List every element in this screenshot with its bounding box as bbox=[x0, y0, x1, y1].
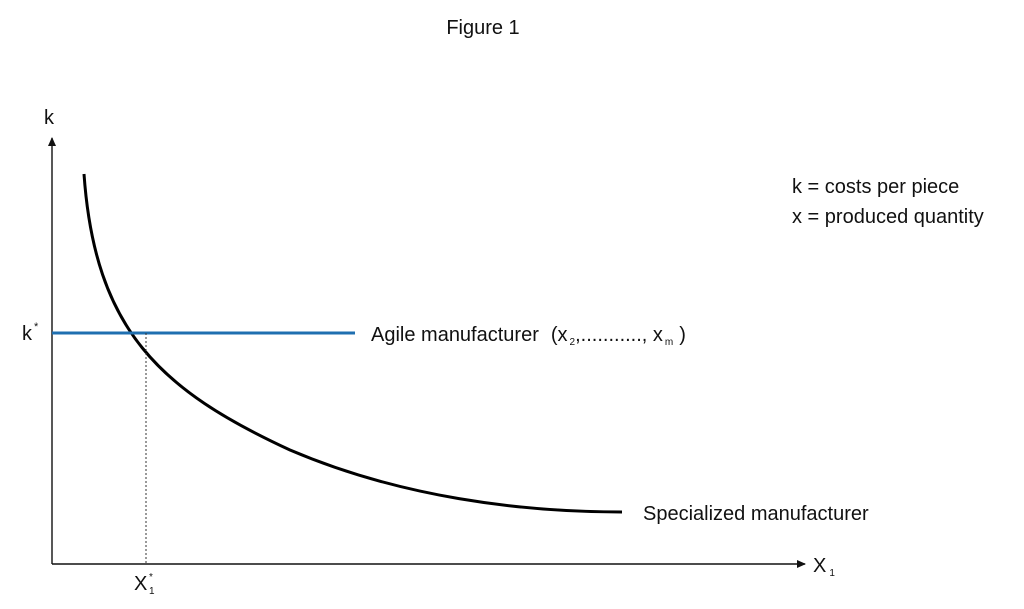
figure-title: Figure 1 bbox=[446, 17, 519, 39]
k-star-sup: * bbox=[34, 321, 39, 333]
legend-line-costs: k = costs per piece bbox=[792, 176, 959, 198]
k-star-label: k* bbox=[22, 321, 39, 345]
k-star-main: k bbox=[22, 323, 33, 345]
x-star-sup: * bbox=[149, 572, 153, 583]
agile-label-name: Agile manufacturer bbox=[371, 324, 539, 346]
x-axis-label-sub: 1 bbox=[829, 568, 835, 579]
legend-line-quantity: x = produced quantity bbox=[792, 206, 984, 228]
x-star-main: X bbox=[134, 573, 147, 595]
agile-label-paren-close: ) bbox=[679, 324, 686, 346]
specialized-manufacturer-curve bbox=[82, 173, 623, 514]
agile-label-dots: ,..........., x bbox=[575, 324, 663, 346]
agile-label-paren-open: (x bbox=[551, 324, 568, 346]
agile-label-sub-2: 2 bbox=[570, 337, 576, 348]
specialized-manufacturer-label: Specialized manufacturer bbox=[643, 503, 869, 525]
x-star-label: X bbox=[134, 573, 147, 595]
y-axis-label: k bbox=[44, 107, 55, 129]
agile-label-sub-m: m bbox=[665, 337, 673, 348]
x-star-sub: 1 bbox=[149, 586, 155, 597]
x-axis-label-main: X bbox=[813, 555, 826, 577]
